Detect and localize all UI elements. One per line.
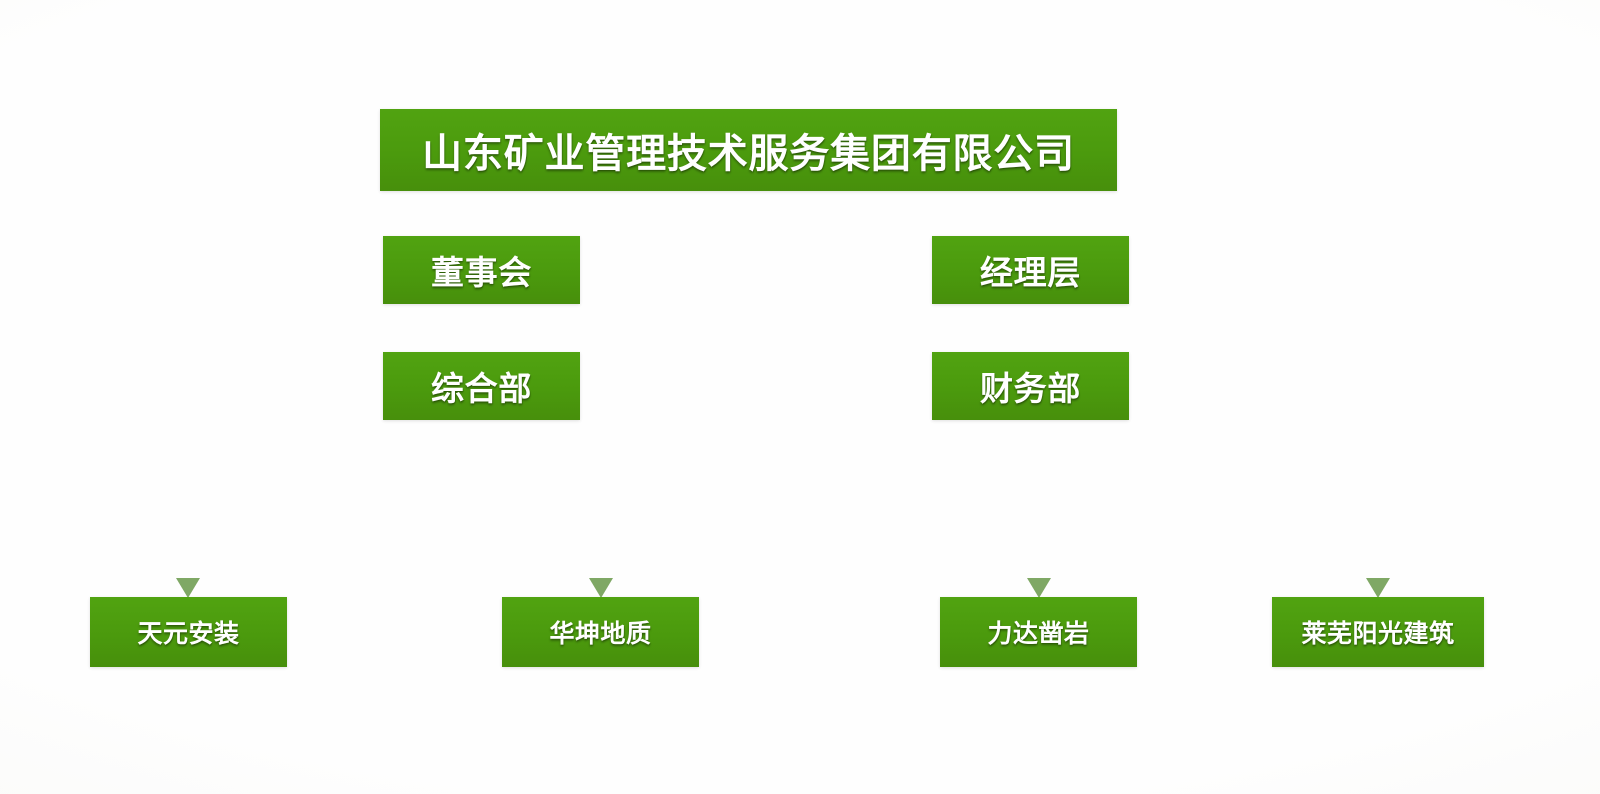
org-node-board-of-directors[interactable]: 董事会 [383,236,580,304]
org-node-subsidiary-huakun-geology[interactable]: 华坤地质 [502,597,699,667]
org-node-subsidiary-huakun-geology-label: 华坤地质 [549,620,652,648]
org-node-subsidiary-lida-rock-drilling-label: 力达凿岩 [987,620,1090,648]
arrow-head-0 [176,578,200,598]
org-node-finance-department-label: 财务部 [980,370,1081,407]
org-node-general-affairs-department[interactable]: 综合部 [383,352,580,420]
arrow-head-2 [1027,578,1051,598]
arrow-head-1 [589,578,613,598]
org-node-subsidiary-laiwu-sunshine-construction[interactable]: 莱芜阳光建筑 [1272,597,1484,667]
org-node-root-label: 山东矿业管理技术服务集团有限公司 [422,132,1075,176]
org-node-subsidiary-tianyuan-installation-label: 天元安装 [137,620,240,648]
org-node-management-layer[interactable]: 经理层 [932,236,1129,304]
org-node-general-affairs-department-label: 综合部 [431,370,532,407]
org-node-subsidiary-lida-rock-drilling[interactable]: 力达凿岩 [940,597,1137,667]
arrow-head-3 [1366,578,1390,598]
org-node-management-layer-label: 经理层 [980,254,1081,291]
org-node-finance-department[interactable]: 财务部 [932,352,1129,420]
org-node-subsidiary-tianyuan-installation[interactable]: 天元安装 [90,597,287,667]
org-node-subsidiary-laiwu-sunshine-construction-label: 莱芜阳光建筑 [1301,620,1455,648]
org-node-root[interactable]: 山东矿业管理技术服务集团有限公司 [380,109,1117,191]
org-node-board-of-directors-label: 董事会 [431,254,532,291]
